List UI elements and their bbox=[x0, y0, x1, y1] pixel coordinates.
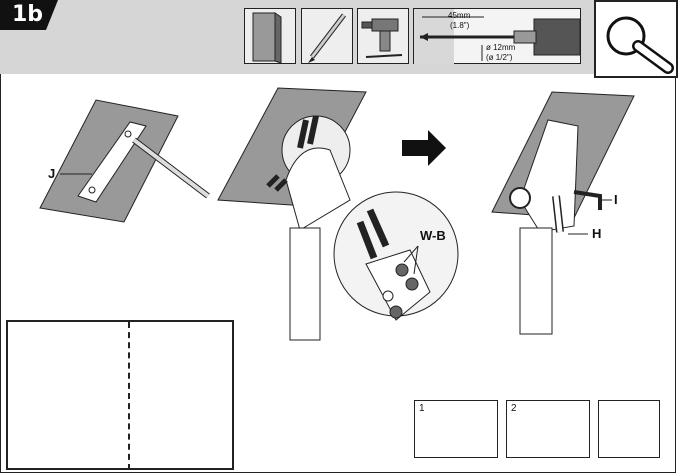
step-number: 1b bbox=[12, 2, 44, 27]
step-badge: 1b bbox=[0, 0, 58, 30]
callout-H: H bbox=[592, 226, 602, 241]
prep-step-3 bbox=[598, 400, 660, 458]
arrow-right-icon bbox=[402, 130, 446, 166]
drill-icon bbox=[357, 8, 409, 64]
prep-step-2-number: 2 bbox=[511, 403, 517, 414]
drill-depth-inch-label: (1.8") bbox=[450, 21, 470, 30]
drill-depth-label: 45mm bbox=[448, 11, 471, 20]
prep-step-1-number: 1 bbox=[419, 403, 425, 414]
callout-I: I bbox=[614, 192, 618, 207]
pencil-icon bbox=[301, 8, 353, 64]
drill-bit-size-label: ø 12mm bbox=[486, 43, 516, 52]
drill-bit-size-inch-label: (ø 1/2") bbox=[486, 53, 513, 62]
callout-W-B: W-B bbox=[420, 228, 446, 243]
prep-step-2: 2 bbox=[506, 400, 590, 458]
wrench-icon bbox=[594, 0, 678, 78]
mounting-variants-inset bbox=[6, 320, 234, 470]
callout-J: J bbox=[48, 166, 56, 181]
wall-board-icon bbox=[244, 8, 296, 64]
drill-bit-icon: 45mm (1.8") ø 12mm (ø 1/2") bbox=[413, 8, 581, 65]
inset-divider bbox=[128, 322, 130, 470]
prep-step-1: 1 bbox=[414, 400, 498, 458]
